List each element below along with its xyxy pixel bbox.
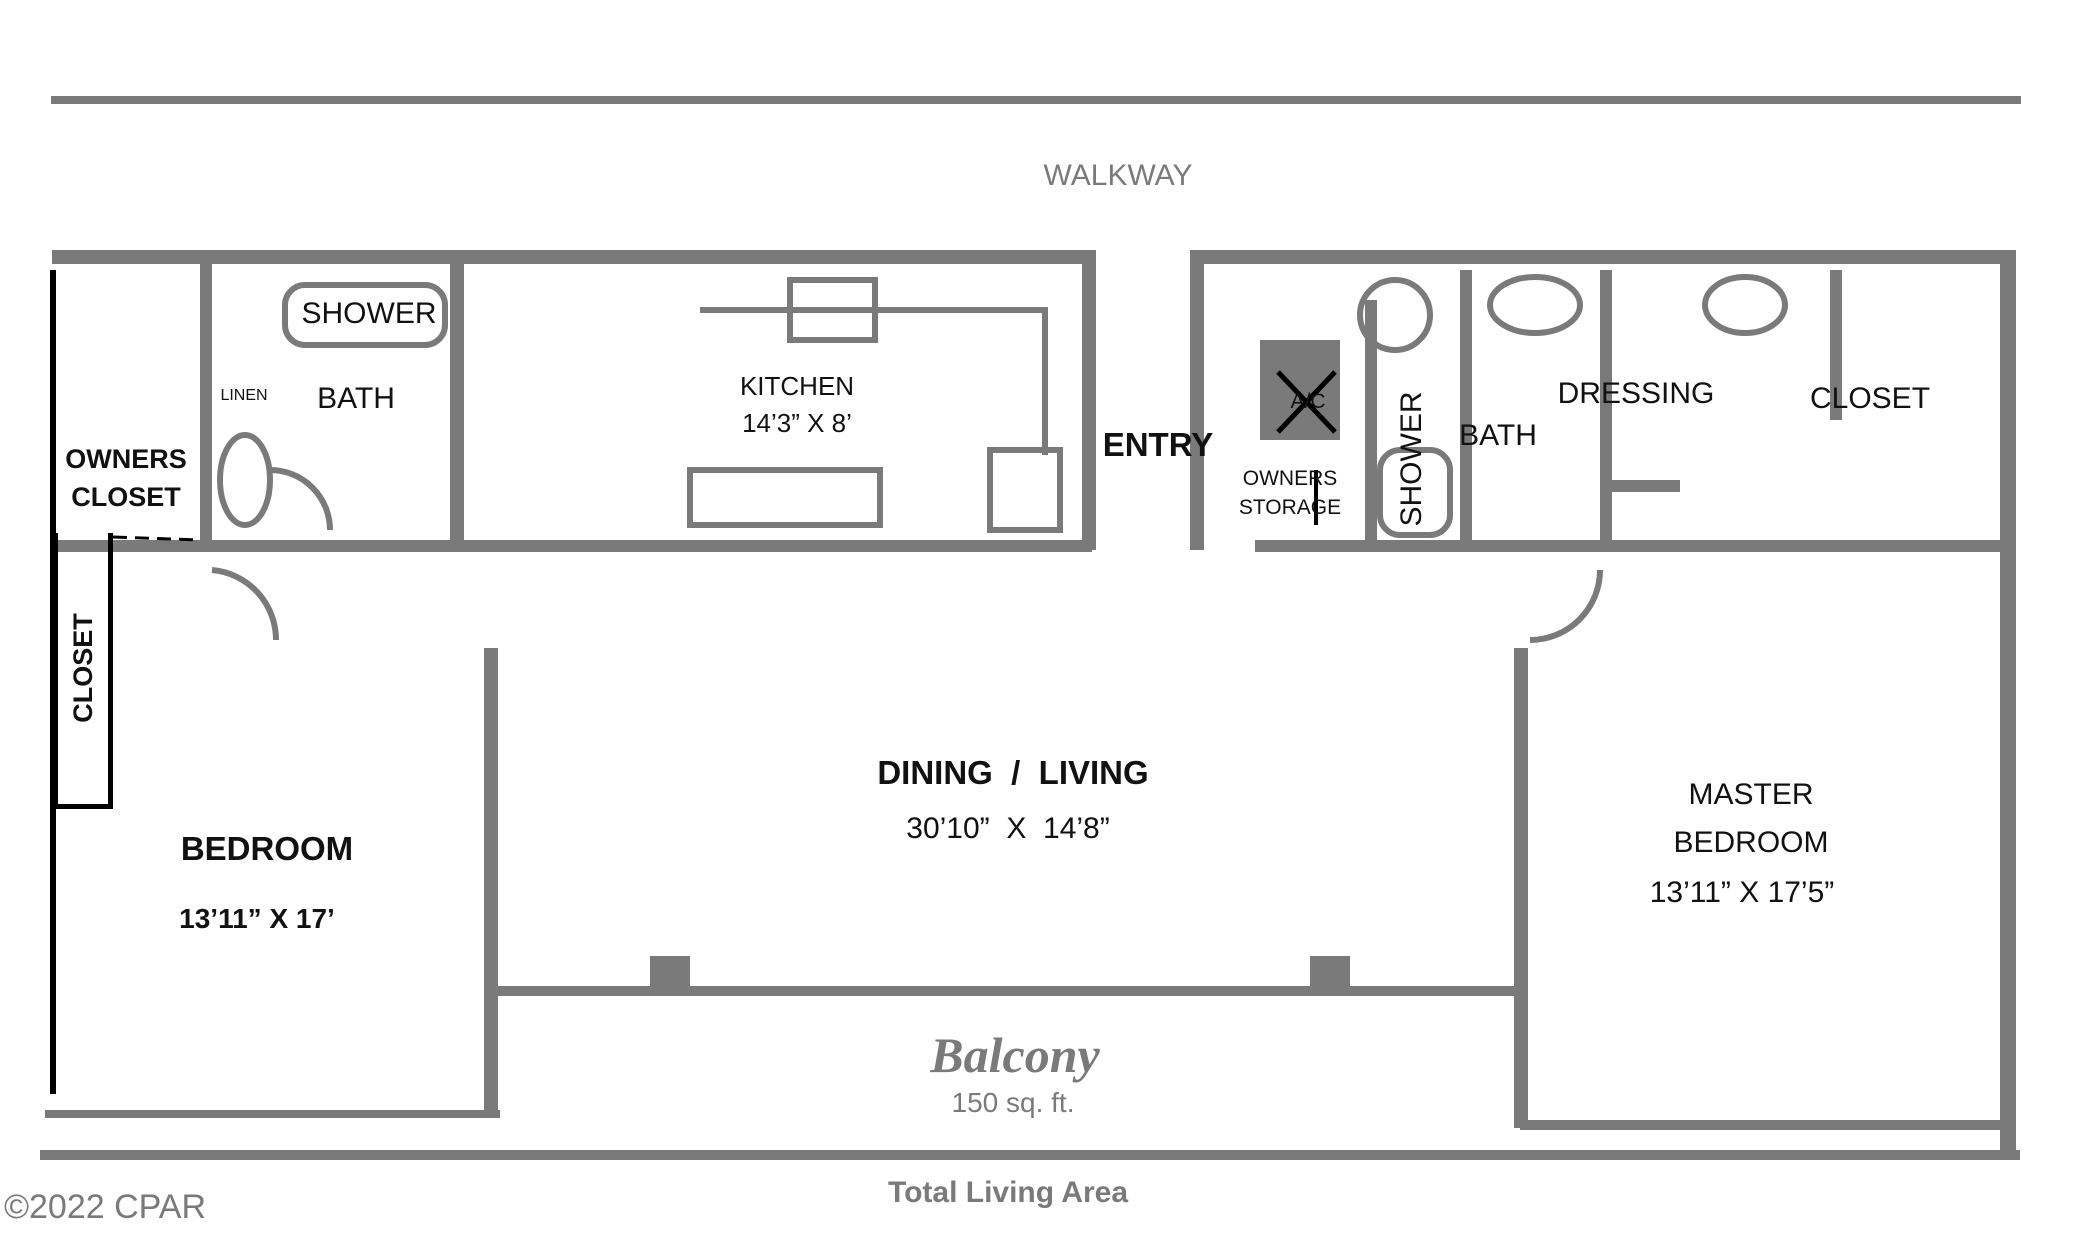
bedroom-label: BEDROOM	[181, 830, 353, 867]
master-bedroom-dims: 13’11” X 17’5”	[1650, 876, 1835, 909]
entry-label: ENTRY	[1103, 426, 1214, 463]
bath-label-master: BATH	[1459, 419, 1537, 452]
dining-living-dims: 30’10” X 14’8”	[906, 812, 1109, 845]
closet-outline	[50, 270, 1337, 1094]
closet-label-master: CLOSET	[1810, 382, 1930, 415]
closet-label-vertical: CLOSET	[68, 613, 98, 723]
walkway-label: WALKWAY	[1044, 159, 1193, 192]
kitchen-dims: 14’3” X 8’	[742, 408, 852, 438]
master-bedroom-label-2: BEDROOM	[1673, 826, 1828, 859]
bedroom-dims: 13’11” X 17’	[179, 903, 335, 934]
linen-label: LINEN	[220, 387, 267, 404]
bath-label: BATH	[317, 382, 395, 415]
dressing-label: DRESSING	[1558, 377, 1715, 410]
balcony-label: Balcony	[929, 1027, 1100, 1083]
walls	[45, 250, 2016, 1160]
owners-closet-label-1: OWNERS	[65, 444, 187, 474]
kitchen-label: KITCHEN	[740, 371, 854, 401]
balcony-area: 150 sq. ft.	[952, 1087, 1075, 1118]
total-living-area-label: Total Living Area	[888, 1176, 1128, 1209]
walkway-edge	[40, 96, 2021, 1160]
owners-storage-label-2: STORAGE	[1239, 496, 1341, 519]
owners-storage-label-1: OWNERS	[1243, 467, 1338, 490]
shower-label: SHOWER	[302, 297, 437, 330]
dining-living-label: DINING / LIVING	[877, 754, 1148, 791]
owners-closet-label-2: CLOSET	[71, 482, 181, 512]
shower-label-vertical: SHOWER	[1395, 392, 1428, 527]
copyright-watermark: ©2022 CPAR	[4, 1188, 206, 1226]
master-bedroom-label-1: MASTER	[1688, 778, 1813, 811]
ac-label: A/C	[1290, 390, 1325, 413]
